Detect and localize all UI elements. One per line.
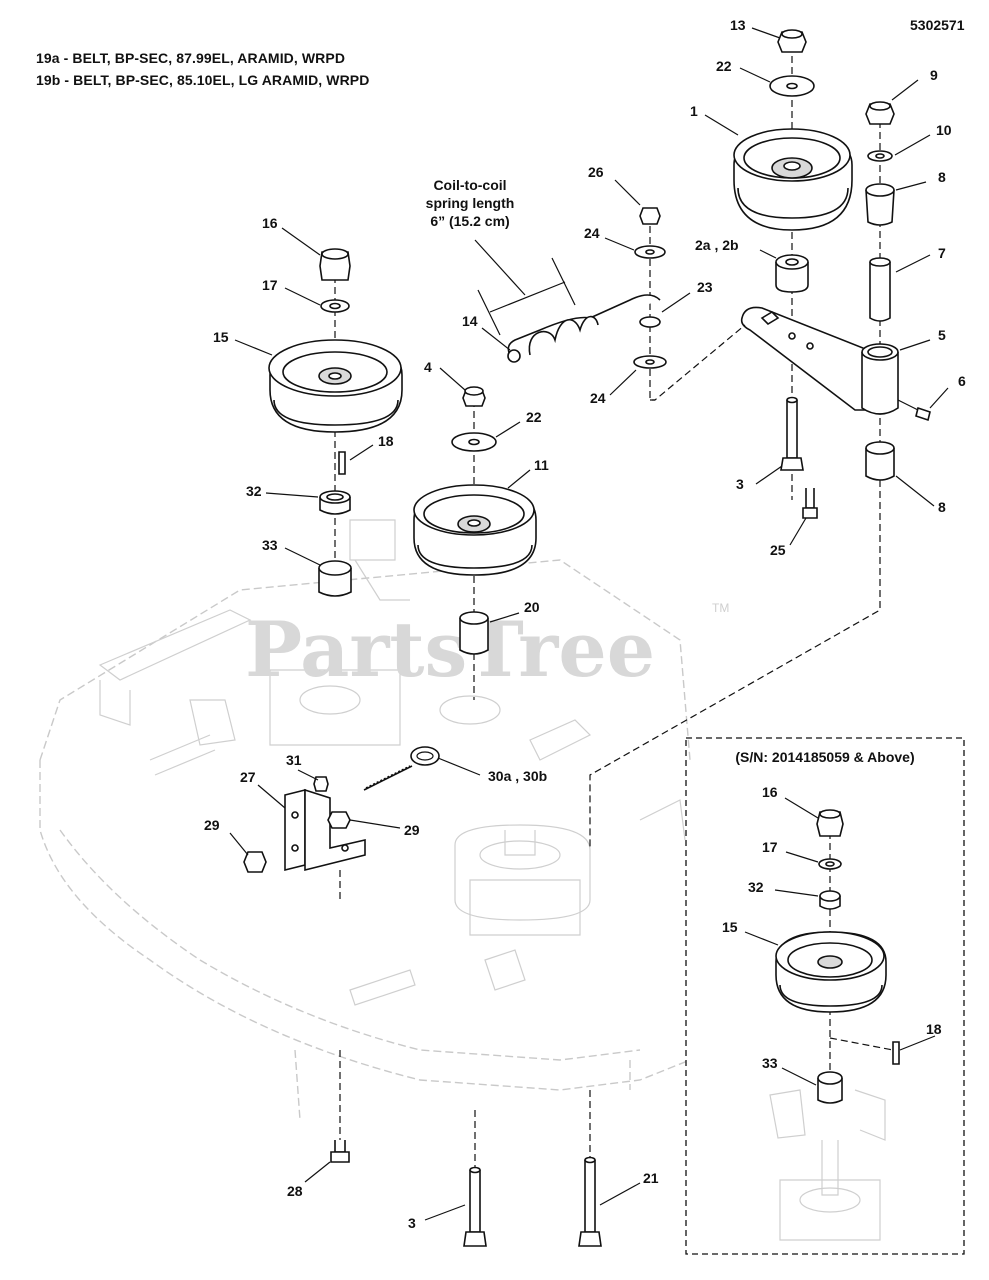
spring-dimension-lines [477, 257, 576, 336]
spacer-20 [459, 618, 489, 655]
callout-16: 16 [262, 215, 278, 231]
idler-pulley-1 [733, 128, 853, 231]
mower-deck-outline [39, 519, 691, 1121]
callout-18: 18 [378, 433, 394, 449]
inset-callout-32: 32 [748, 879, 764, 895]
callout-29-left: 29 [204, 817, 220, 833]
bushing-23 [639, 316, 661, 328]
callout-15: 15 [213, 329, 229, 345]
flange-nut-29-left [243, 851, 267, 873]
callout-13: 13 [730, 17, 746, 33]
callout-30a-30b: 30a , 30b [488, 768, 547, 784]
grease-fitting-6 [915, 406, 931, 422]
idler-pulley-11 [413, 484, 537, 576]
callout-4: 4 [424, 359, 432, 375]
center-idler-assembly [413, 386, 537, 700]
inset-callout-18: 18 [926, 1021, 942, 1037]
inset-callout-15: 15 [722, 919, 738, 935]
callout-5: 5 [938, 327, 946, 343]
callout-27: 27 [240, 769, 256, 785]
drive-pulley-15 [268, 339, 403, 433]
spring-note-line-2: spring length [426, 195, 515, 211]
callout-29-right: 29 [404, 822, 420, 838]
callout-21: 21 [643, 1170, 659, 1186]
document-number: 5302571 [910, 17, 965, 33]
spring-note-leader [474, 239, 526, 296]
callout-20: 20 [524, 599, 540, 615]
sleeve-7 [869, 262, 891, 322]
callout-33: 33 [262, 537, 278, 553]
inset-title: (S/N: 2014185059 & Above) [735, 749, 914, 765]
screw-25 [805, 488, 815, 509]
callout-28: 28 [287, 1183, 303, 1199]
callout-32: 32 [246, 483, 262, 499]
callout-7: 7 [938, 245, 946, 261]
bolt-21 [584, 1160, 596, 1233]
bushing-2a-2b [775, 262, 809, 293]
bushing-8-top [865, 189, 895, 226]
callout-leaders [229, 27, 949, 1221]
shoulder-bolt-3 [786, 400, 798, 459]
callout-24-top: 24 [584, 225, 600, 241]
eyebolt-30 [363, 765, 413, 791]
inset-callout-17: 17 [762, 839, 778, 855]
callout-3-bottom: 3 [408, 1215, 416, 1231]
callout-2a-2b: 2a , 2b [695, 237, 739, 253]
callout-numbers: 13 22 9 1 10 8 26 7 24 2a , 2b 23 16 14 … [204, 17, 966, 1231]
bolt-28 [334, 1140, 346, 1153]
callout-22-top: 22 [716, 58, 732, 74]
callout-22-center: 22 [526, 409, 542, 425]
inset-spacer-33 [817, 1078, 843, 1104]
inset-nut-16 [816, 811, 844, 837]
trademark-mark: TM [712, 601, 729, 615]
callout-31: 31 [286, 752, 302, 768]
inset-border [685, 737, 965, 1255]
callout-9: 9 [930, 67, 938, 83]
belt-route-line [589, 480, 881, 850]
belt-note-19b: 19b - BELT, BP-SEC, 85.10EL, LG ARAMID, … [36, 72, 370, 88]
spring-note-line-3: 6” (15.2 cm) [430, 213, 509, 229]
callout-3-top: 3 [736, 476, 744, 492]
nut-31 [313, 776, 329, 792]
idler-arm-assembly [733, 29, 931, 520]
callout-26: 26 [588, 164, 604, 180]
bracket-27 [284, 788, 306, 872]
spacer-33 [318, 568, 352, 597]
belt-guide-bracket-assembly [243, 746, 440, 900]
flange-nut-29-right [327, 811, 351, 829]
callout-8-top: 8 [938, 169, 946, 185]
inset-pulley-15 [775, 931, 887, 1013]
key-18 [338, 451, 346, 475]
drive-pulley-assembly [268, 248, 403, 597]
inset-callout-33: 33 [762, 1055, 778, 1071]
inset-key-18 [892, 1041, 900, 1065]
callout-11: 11 [534, 457, 549, 473]
idler-arm-5 [740, 306, 869, 411]
callout-8-bottom: 8 [938, 499, 946, 515]
callout-23: 23 [697, 279, 713, 295]
callout-10: 10 [936, 122, 952, 138]
callout-6: 6 [958, 373, 966, 389]
callout-24-bottom: 24 [590, 390, 606, 406]
nut-26 [639, 207, 661, 225]
callout-14: 14 [462, 313, 478, 329]
inset-callout-16: 16 [762, 784, 778, 800]
callout-17: 17 [262, 277, 278, 293]
tension-spring-assembly [507, 207, 746, 401]
belt-note-19a: 19a - BELT, BP-SEC, 87.99EL, ARAMID, WRP… [36, 50, 346, 66]
bolt-3-bottom [469, 1170, 481, 1233]
callout-1: 1 [690, 103, 698, 119]
serial-number-inset: (S/N: 2014185059 & Above) [685, 737, 965, 1255]
partstree-watermark: PartsTree [245, 605, 655, 694]
callout-25: 25 [770, 542, 786, 558]
spring-note-line-1: Coil-to-coil [433, 177, 506, 193]
